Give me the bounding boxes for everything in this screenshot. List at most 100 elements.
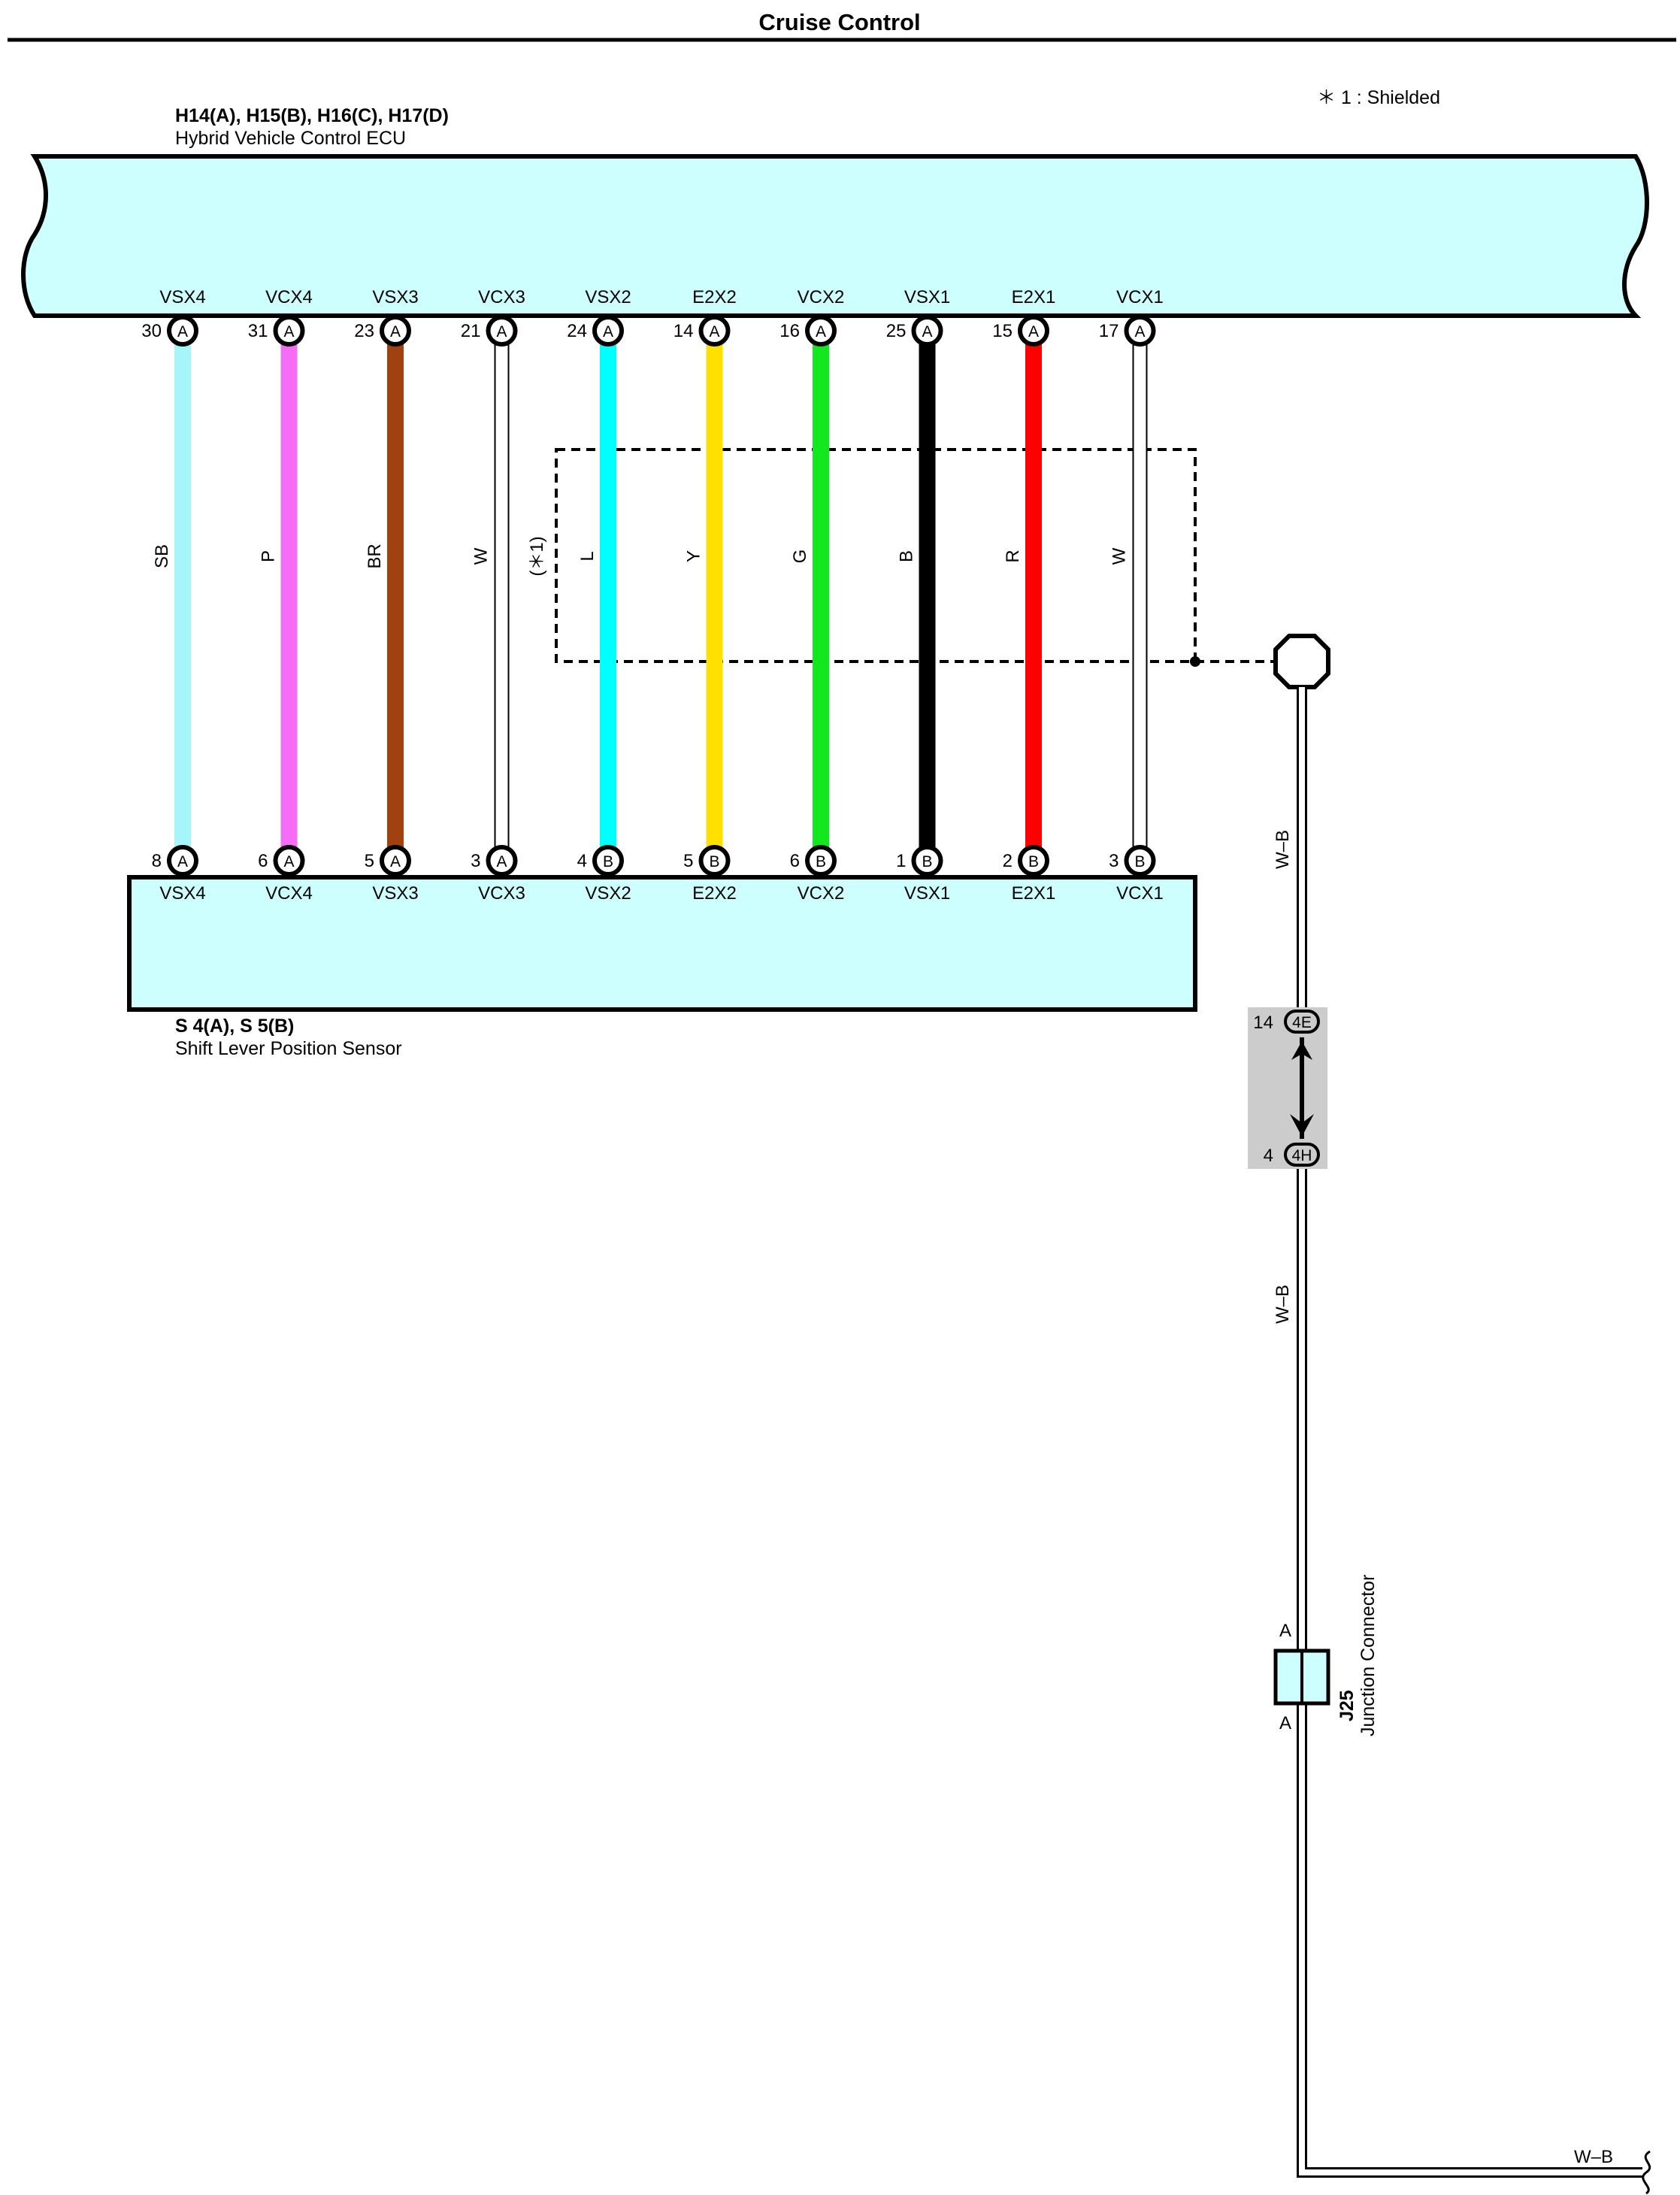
sensor-conn-letter: B: [1028, 853, 1039, 870]
wire-color-code: G: [790, 550, 810, 564]
ecu-pin-number: 30: [141, 321, 162, 341]
ecu-signal-label: VSX3: [372, 287, 418, 307]
ecu-pin-number: 14: [674, 321, 694, 341]
wire-color-code: W: [1109, 547, 1130, 565]
wire-e2x1: [1025, 344, 1042, 847]
sensor-signal-label: VSX3: [372, 883, 418, 904]
wire-color-code: B: [897, 550, 917, 562]
sensor-pin-connector: [486, 845, 518, 876]
ecu-conn-letter: A: [283, 323, 294, 341]
ecu-pin-number: 21: [461, 321, 481, 341]
wire-group: VSX4A30SBA8VSX4VCX4A31PA6VCX4VSX3A23BRA5…: [141, 287, 1164, 904]
jb-conn-bottom-label: 4H: [1292, 1147, 1312, 1164]
wire-vsx4: [174, 344, 191, 847]
wire-vcx4: [280, 344, 298, 847]
sensor-pin-connector: [911, 845, 943, 876]
ecu-pin-connector: [273, 315, 305, 347]
wire-color-code: BR: [365, 543, 385, 568]
wire-color-code: P: [259, 550, 279, 562]
sensor-conn-letter: B: [1134, 853, 1145, 870]
ecu-pin-connector: [592, 315, 624, 347]
sensor-signal-label: VSX1: [904, 883, 950, 904]
sensor-signal-label: VSX4: [159, 883, 205, 904]
ecu-conn-letter: A: [1028, 323, 1039, 341]
jb-arrow-down: [1290, 1114, 1314, 1137]
shield-junction-dot: [1190, 656, 1200, 667]
sensor-pin-number: 4: [577, 851, 587, 871]
ecu-signal-label: E2X1: [1012, 287, 1056, 307]
sensor-conn-letter: A: [496, 853, 507, 870]
ecu-signal-label: VSX1: [904, 287, 950, 307]
ecu-signal-label: VCX2: [798, 287, 845, 307]
sensor-pin-connector: [380, 845, 411, 876]
sensor-pin-number: 1: [896, 851, 906, 871]
ecu-body: [21, 154, 1649, 318]
sensor-pin-connector: [273, 845, 305, 876]
sensor-conn-letter: A: [283, 853, 294, 870]
jb-pin-bottom: 4: [1264, 1146, 1273, 1166]
sensor-pin-number: 3: [1109, 851, 1118, 871]
ecu-signal-label: VCX4: [265, 287, 313, 307]
wire-vsx2: [600, 344, 616, 847]
ground-wire-color-end: W–B: [1574, 2147, 1613, 2167]
ecu-conn-letter: A: [177, 323, 188, 341]
sensor-pin-connector: [698, 845, 731, 876]
page-title: Cruise Control: [758, 9, 920, 35]
wire-vcx3-fill: [495, 344, 508, 847]
sensor-pin-number: 6: [790, 851, 800, 871]
ecu-conn-letter: A: [603, 323, 613, 341]
j25-name: Junction Connector: [1358, 1575, 1379, 1736]
jb-connector-4e: [1284, 1010, 1320, 1034]
wire-color-code: R: [1003, 550, 1023, 562]
ecu-code: H14(A), H15(B), H16(C), H17(D): [175, 105, 449, 126]
ecu-signal-label: E2X2: [692, 287, 737, 307]
sensor-pin-number: 3: [471, 851, 480, 871]
sensor-name: Shift Lever Position Sensor: [175, 1038, 402, 1059]
ecu-conn-letter: A: [816, 323, 826, 341]
wire-color-code: SB: [152, 544, 172, 568]
sensor-pin-number: 2: [1003, 851, 1013, 871]
ground-wire: [1297, 687, 1642, 2178]
wire-vsx3: [387, 344, 404, 847]
ecu-pin-connector: [805, 315, 837, 347]
jb-connector-4h: [1284, 1143, 1320, 1167]
sensor-conn-letter: B: [816, 853, 826, 870]
sensor-conn-letter: B: [709, 853, 719, 870]
wire-color-code: L: [577, 551, 598, 561]
sensor-pin-connector: [805, 845, 837, 876]
ecu-signal-label: VSX2: [585, 287, 631, 307]
wire-color-code: W: [471, 547, 492, 565]
sensor-pin-number: 6: [258, 851, 268, 871]
sensor-conn-letter: B: [603, 853, 613, 870]
shield-label: (＊1): [527, 536, 547, 576]
ecu-pin-connector: [167, 315, 198, 347]
jb-arrow-up: [1291, 1041, 1312, 1060]
sensor-code: S 4(A), S 5(B): [175, 1016, 294, 1037]
sensor-signal-label: VCX3: [478, 883, 525, 904]
sensor-pin-connector: [167, 845, 198, 876]
wire-vcx2: [813, 344, 829, 847]
sensor-pin-connector: [1018, 845, 1049, 876]
sensor-signal-label: VCX2: [798, 883, 845, 904]
sensor-pin-connector: [592, 845, 624, 876]
ecu-name: Hybrid Vehicle Control ECU: [175, 128, 406, 149]
ecu-pin-connector: [698, 315, 731, 347]
ecu-pin-number: 24: [567, 321, 587, 341]
shield-boundary: [555, 448, 1197, 663]
wire-break-mark: [1642, 2150, 1651, 2195]
wire-vsx1: [919, 344, 936, 847]
ecu-conn-letter: A: [390, 323, 401, 341]
ecu-pin-number: 17: [1099, 321, 1119, 341]
ecu-signal-label: VSX4: [159, 287, 205, 307]
junction-block-area: [1248, 1007, 1327, 1169]
shielded-note: ＊ 1 : Shielded: [1317, 87, 1440, 108]
ecu-pin-connector: [911, 315, 943, 347]
ecu-signal-label: VCX3: [478, 287, 525, 307]
ground-point-octagon: [1273, 634, 1330, 689]
sensor-signal-label: E2X2: [692, 883, 737, 904]
ecu-conn-letter: A: [922, 323, 932, 341]
ecu-pin-number: 25: [886, 321, 907, 341]
sensor-pin-connector: [1124, 845, 1156, 876]
sensor-conn-letter: B: [922, 853, 932, 870]
